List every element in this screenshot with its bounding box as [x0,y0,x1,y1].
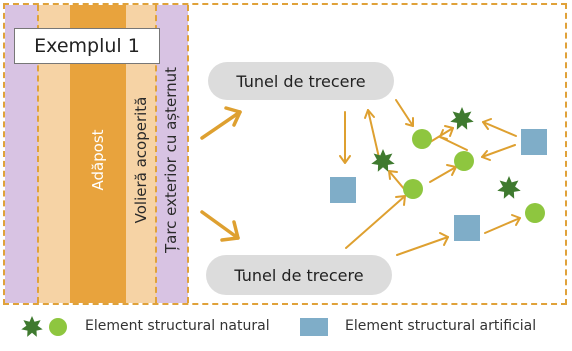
divider-line [155,5,157,303]
arrow [482,118,517,137]
legend-plant-shape [21,316,43,337]
legend-square-icon [300,318,328,336]
natural-plant [450,107,474,130]
arrow [429,164,457,183]
legend-icons [21,316,328,337]
tunnel-bottom: Tunel de trecere [206,255,392,295]
divider-line [187,5,189,303]
arrow [396,232,449,256]
legend-artificial-label: Element structural artificial [345,318,537,334]
artificial-elements [330,129,547,241]
legend-circle-icon [49,318,67,336]
arrow [439,129,468,151]
arrow [388,170,406,191]
divider-line [37,5,39,303]
arrow [395,99,414,127]
arrow [345,195,406,249]
outdoor-pen-band [156,5,188,303]
arrow [364,109,381,163]
outer-frame [3,3,567,305]
natural-plant [371,149,395,172]
natural-circle [454,151,474,171]
natural-plant [497,176,521,199]
natural-circle [412,129,432,149]
arrow-to-bottom-tunnel [200,210,240,242]
artificial-square [521,129,547,155]
artificial-square [330,177,356,203]
artificial-square [454,215,480,241]
diagram-title: Exemplul 1 [14,28,160,64]
arrow [484,214,521,234]
natural-plants [371,107,521,199]
natural-circles [403,129,545,223]
legend-natural-label: Element structural natural [85,318,270,334]
tunnel-top: Tunel de trecere [208,62,394,100]
legend-plant-icon [21,316,43,337]
arrow [339,111,351,164]
natural-circle [525,203,545,223]
arrow [481,144,516,161]
arrow-to-top-tunnel [200,106,242,140]
natural-circle [403,179,423,199]
